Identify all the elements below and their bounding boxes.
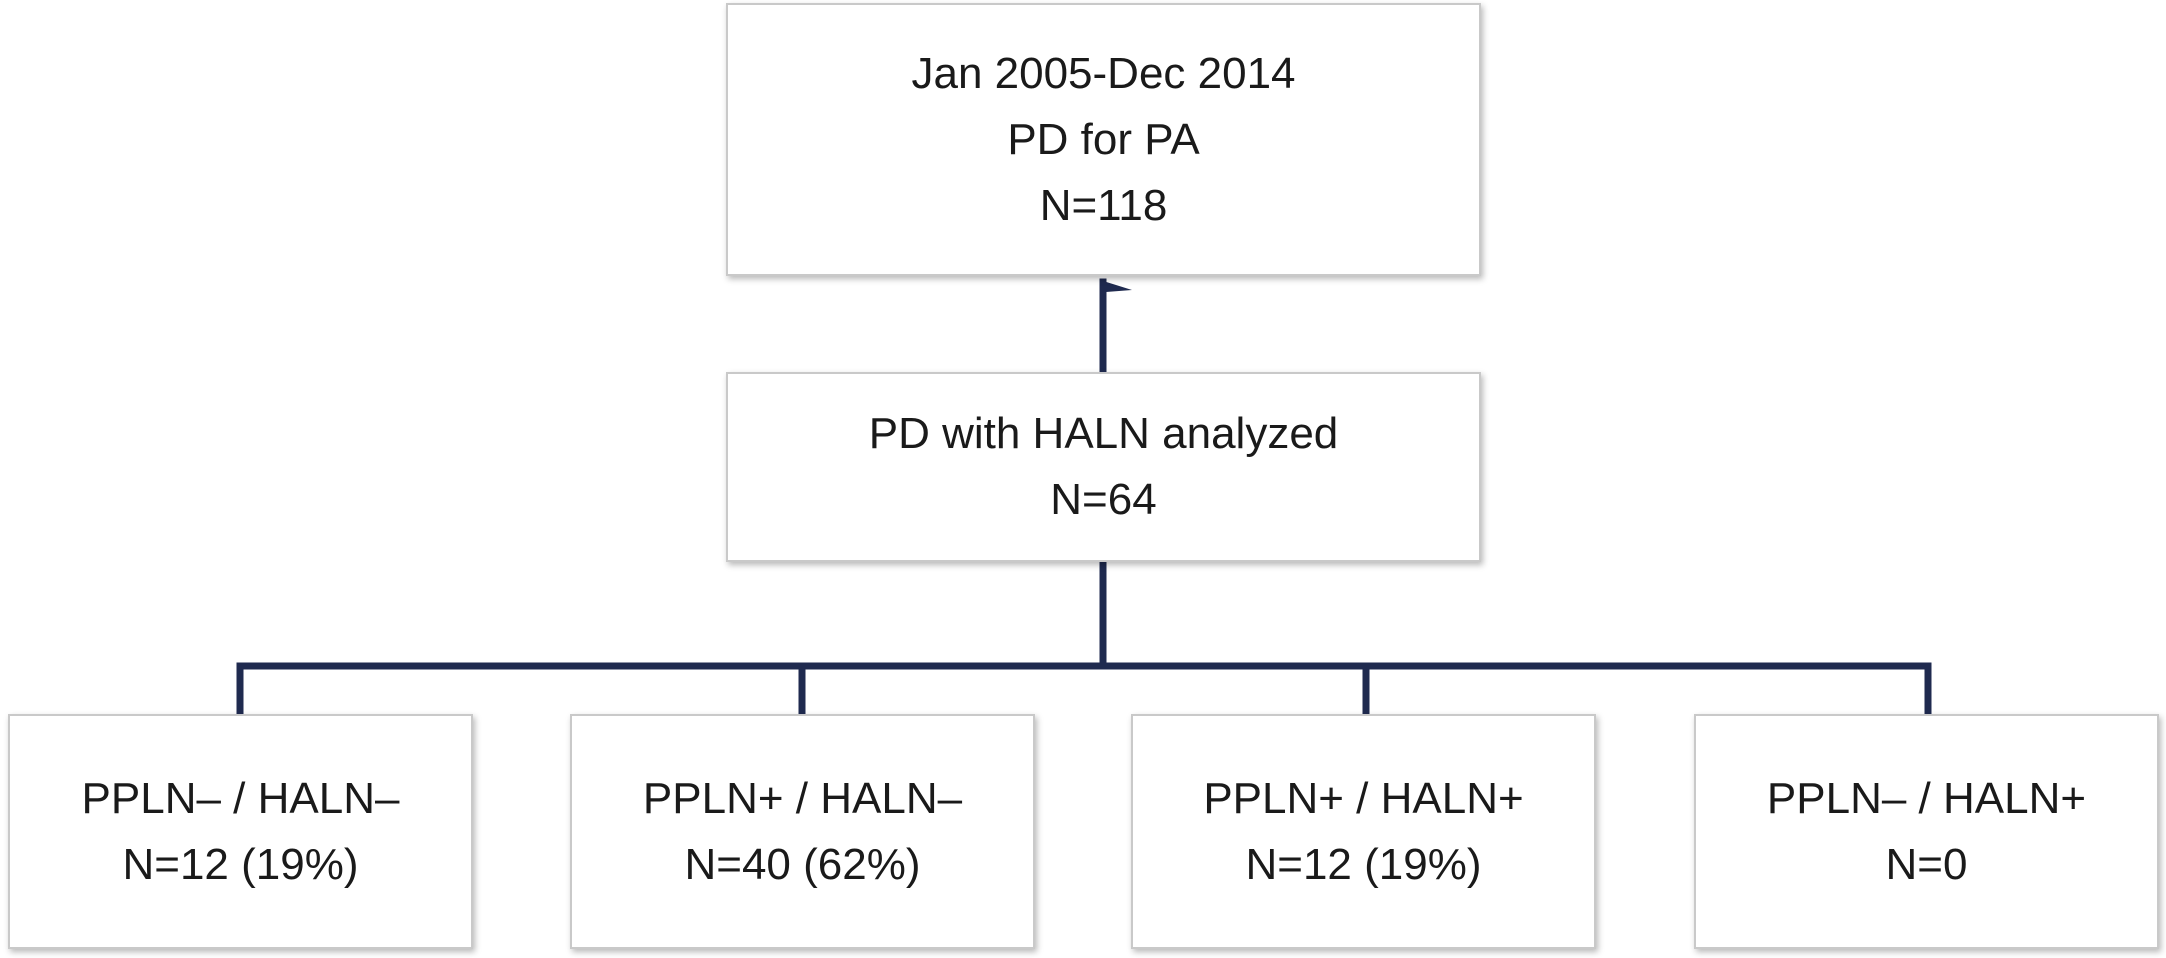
cohort-date-range: Jan 2005-Dec 2014 — [911, 48, 1296, 98]
outcome-label: PPLN– / HALN– — [81, 773, 400, 823]
outcome-count: N=0 — [1885, 839, 1968, 889]
outcome-label: PPLN+ / HALN+ — [1203, 773, 1524, 823]
outcome-label: PPLN– / HALN+ — [1766, 773, 2087, 823]
analyzed-box: PD with HALN analyzed N=64 — [726, 372, 1481, 562]
outcome-box-pplnpos-halnpos: PPLN+ / HALN+ N=12 (19%) — [1131, 714, 1596, 949]
outcome-label: PPLN+ / HALN– — [642, 773, 963, 823]
cohort-procedure: PD for PA — [1007, 114, 1200, 164]
analyzed-label: PD with HALN analyzed — [868, 409, 1339, 458]
outcome-box-pplnneg-halnneg: PPLN– / HALN– N=12 (19%) — [8, 714, 473, 949]
outcome-box-pplnpos-halnneg: PPLN+ / HALN– N=40 (62%) — [570, 714, 1035, 949]
outcome-count: N=12 (19%) — [1245, 839, 1482, 889]
analyzed-count: N=64 — [1050, 475, 1157, 524]
outcome-count: N=40 (62%) — [684, 839, 921, 889]
outcome-count: N=12 (19%) — [122, 839, 359, 889]
connector-arrow-tip — [1100, 280, 1132, 292]
cohort-count: N=118 — [1039, 180, 1168, 230]
outcome-box-pplnneg-halnpos: PPLN– / HALN+ N=0 — [1694, 714, 2159, 949]
cohort-box: Jan 2005-Dec 2014 PD for PA N=118 — [726, 3, 1481, 276]
